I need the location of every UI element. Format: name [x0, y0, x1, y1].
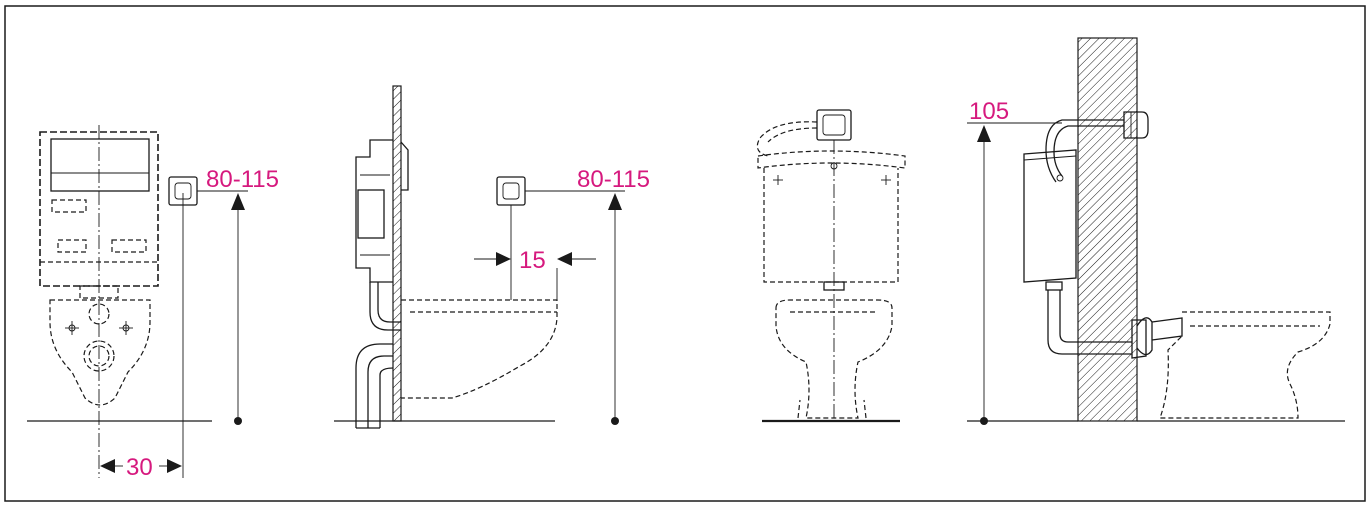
diagram-border: [4, 5, 1366, 502]
wc-bowl-outline: [49, 299, 151, 406]
flush-button-icon: [816, 109, 852, 141]
flush-button-icon: [1123, 111, 1149, 139]
wc-bowl-outline: [401, 299, 558, 399]
wall: [392, 85, 402, 422]
figure-concealed-side: 15 80-115: [334, 85, 650, 429]
cistern-body: [1023, 149, 1077, 283]
wall: [1077, 37, 1138, 422]
wc-bowl-outline: [1159, 311, 1331, 419]
dimension-arrow: [977, 125, 991, 142]
figure-exposed-front: [756, 109, 906, 423]
height-label: 80-115: [577, 166, 650, 193]
cistern-body: [763, 168, 899, 283]
figure-exposed-side: 105: [967, 37, 1345, 425]
cistern-lid: [757, 150, 906, 169]
flush-button-icon: [496, 176, 526, 206]
cistern-tank: [50, 138, 150, 192]
wc-bowl-outline: [775, 299, 893, 419]
dimension-arrow: [231, 193, 245, 210]
height-label: 80-115: [206, 166, 279, 193]
figure-concealed-front: 80-115 30: [27, 125, 279, 481]
dimension-arrow: [608, 193, 622, 210]
depth-label: 15: [519, 247, 546, 274]
cistern-body: [355, 139, 393, 283]
offset-label: 30: [126, 454, 153, 481]
drain-pipe: [355, 343, 393, 428]
height-label: 105: [969, 98, 1009, 125]
